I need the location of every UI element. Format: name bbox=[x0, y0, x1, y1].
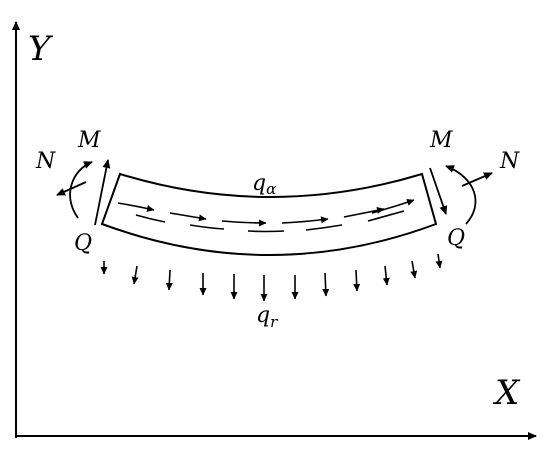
right-normal-force-arrow bbox=[461, 172, 493, 187]
left-shear-label: Q bbox=[74, 231, 92, 256]
right-shear-force-arrow bbox=[429, 167, 448, 215]
x-axis-label: X bbox=[492, 373, 521, 413]
right-shear-label: Q bbox=[447, 226, 465, 251]
left-moment-arrow bbox=[69, 161, 93, 219]
right-moment-arrow bbox=[445, 165, 477, 225]
left-moment-label: M bbox=[77, 128, 101, 153]
tangential-load-arrows bbox=[117, 199, 415, 233]
left-shear-force-arrow bbox=[94, 159, 111, 226]
tangential-load-subscript: α bbox=[266, 180, 276, 198]
right-normal-label: N bbox=[499, 149, 520, 174]
radial-load-arrows bbox=[100, 253, 443, 302]
left-normal-label: N bbox=[35, 149, 56, 174]
right-end-forces bbox=[429, 165, 493, 225]
y-axis-label: Y bbox=[28, 29, 54, 69]
curved-beam bbox=[100, 172, 438, 256]
tangential-load-symbol: q bbox=[252, 171, 266, 196]
radial-load-label: qr bbox=[256, 303, 278, 331]
right-moment-label: M bbox=[429, 128, 453, 153]
left-end-forces bbox=[56, 159, 111, 226]
radial-load-symbol: q bbox=[256, 303, 270, 328]
tangential-load-label: qα bbox=[252, 171, 276, 198]
radial-load-subscript: r bbox=[270, 313, 278, 331]
